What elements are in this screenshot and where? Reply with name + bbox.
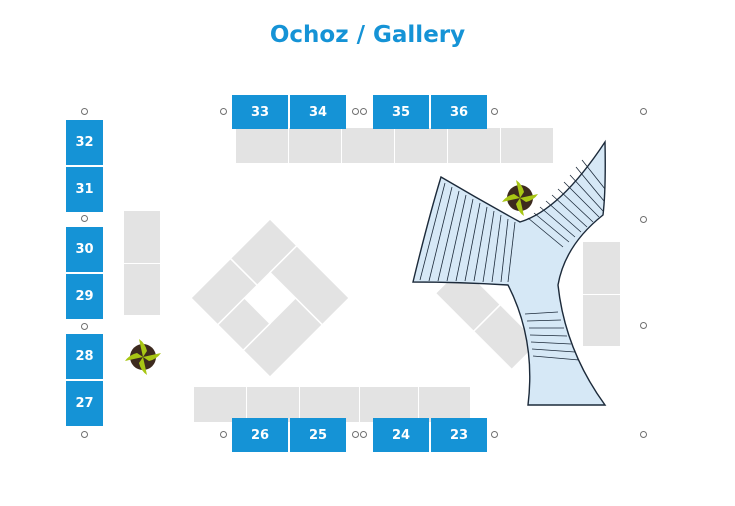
inactive-booth xyxy=(394,127,448,164)
stand-31[interactable]: 31 xyxy=(66,167,103,212)
post-icon xyxy=(220,108,227,115)
post-icon xyxy=(491,431,498,438)
post-icon xyxy=(491,108,498,115)
stand-29[interactable]: 29 xyxy=(66,274,103,319)
stand-30[interactable]: 30 xyxy=(66,227,103,272)
inactive-booth xyxy=(299,386,360,423)
stand-34[interactable]: 34 xyxy=(290,95,346,129)
post-icon xyxy=(352,431,359,438)
stand-27[interactable]: 27 xyxy=(66,381,103,426)
post-icon xyxy=(81,323,88,330)
post-icon xyxy=(640,108,647,115)
stand-24[interactable]: 24 xyxy=(373,418,429,452)
inactive-booth xyxy=(472,303,540,371)
map-title: Ochoz / Gallery xyxy=(269,22,466,48)
post-icon xyxy=(360,108,367,115)
post-icon xyxy=(220,431,227,438)
inactive-booth xyxy=(341,127,395,164)
staircase-icon xyxy=(412,139,607,406)
inactive-booth xyxy=(193,386,247,423)
post-icon xyxy=(360,431,367,438)
post-icon xyxy=(81,431,88,438)
stand-28[interactable]: 28 xyxy=(66,334,103,379)
post-icon xyxy=(81,215,88,222)
stand-36[interactable]: 36 xyxy=(431,95,487,129)
inactive-booth xyxy=(235,127,289,164)
post-icon xyxy=(640,431,647,438)
stand-25[interactable]: 25 xyxy=(290,418,346,452)
stand-23[interactable]: 23 xyxy=(431,418,487,452)
stand-26[interactable]: 26 xyxy=(232,418,288,452)
stand-32[interactable]: 32 xyxy=(66,120,103,165)
inactive-booth xyxy=(288,127,342,164)
center-booth-ring xyxy=(189,217,351,379)
post-icon xyxy=(640,322,647,329)
stand-33[interactable]: 33 xyxy=(232,95,288,129)
inactive-booth xyxy=(582,294,621,347)
inactive-booth xyxy=(418,386,471,423)
inactive-booth xyxy=(123,210,161,264)
stand-35[interactable]: 35 xyxy=(373,95,429,129)
inactive-booth xyxy=(123,263,161,316)
post-icon xyxy=(352,108,359,115)
inactive-booth xyxy=(447,127,501,164)
plant-icon xyxy=(502,180,538,216)
post-icon xyxy=(81,108,88,115)
inactive-booth xyxy=(500,127,554,164)
post-icon xyxy=(640,216,647,223)
plant-icon xyxy=(125,339,161,375)
inactive-booth xyxy=(216,296,272,352)
